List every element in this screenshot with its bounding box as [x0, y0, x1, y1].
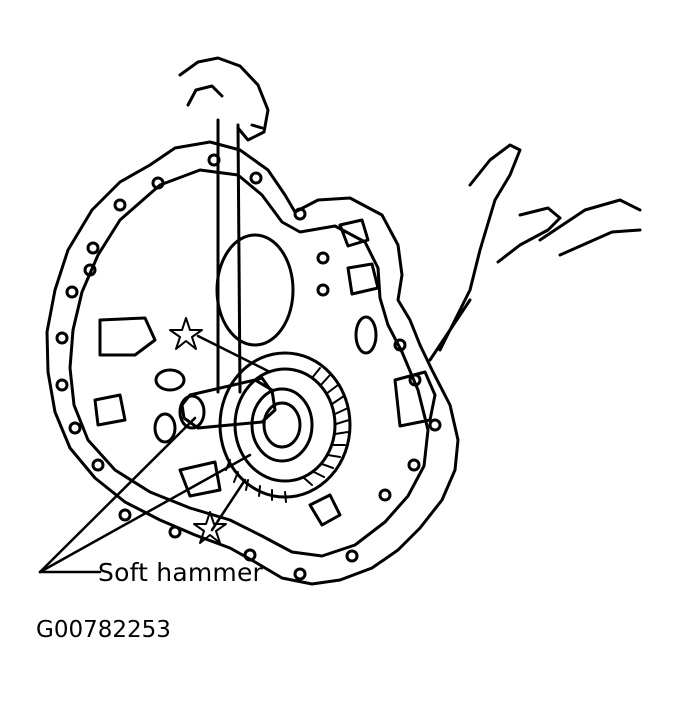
arm-icon [428, 143, 642, 362]
hand-icon [178, 56, 270, 142]
soft-hammer-label: Soft hammer [98, 558, 264, 587]
figure-id-label: G00782253 [36, 617, 171, 643]
callout-leader-lines [38, 334, 272, 574]
star-mark-icon [169, 317, 227, 544]
transaxle-case-icon [45, 140, 460, 586]
